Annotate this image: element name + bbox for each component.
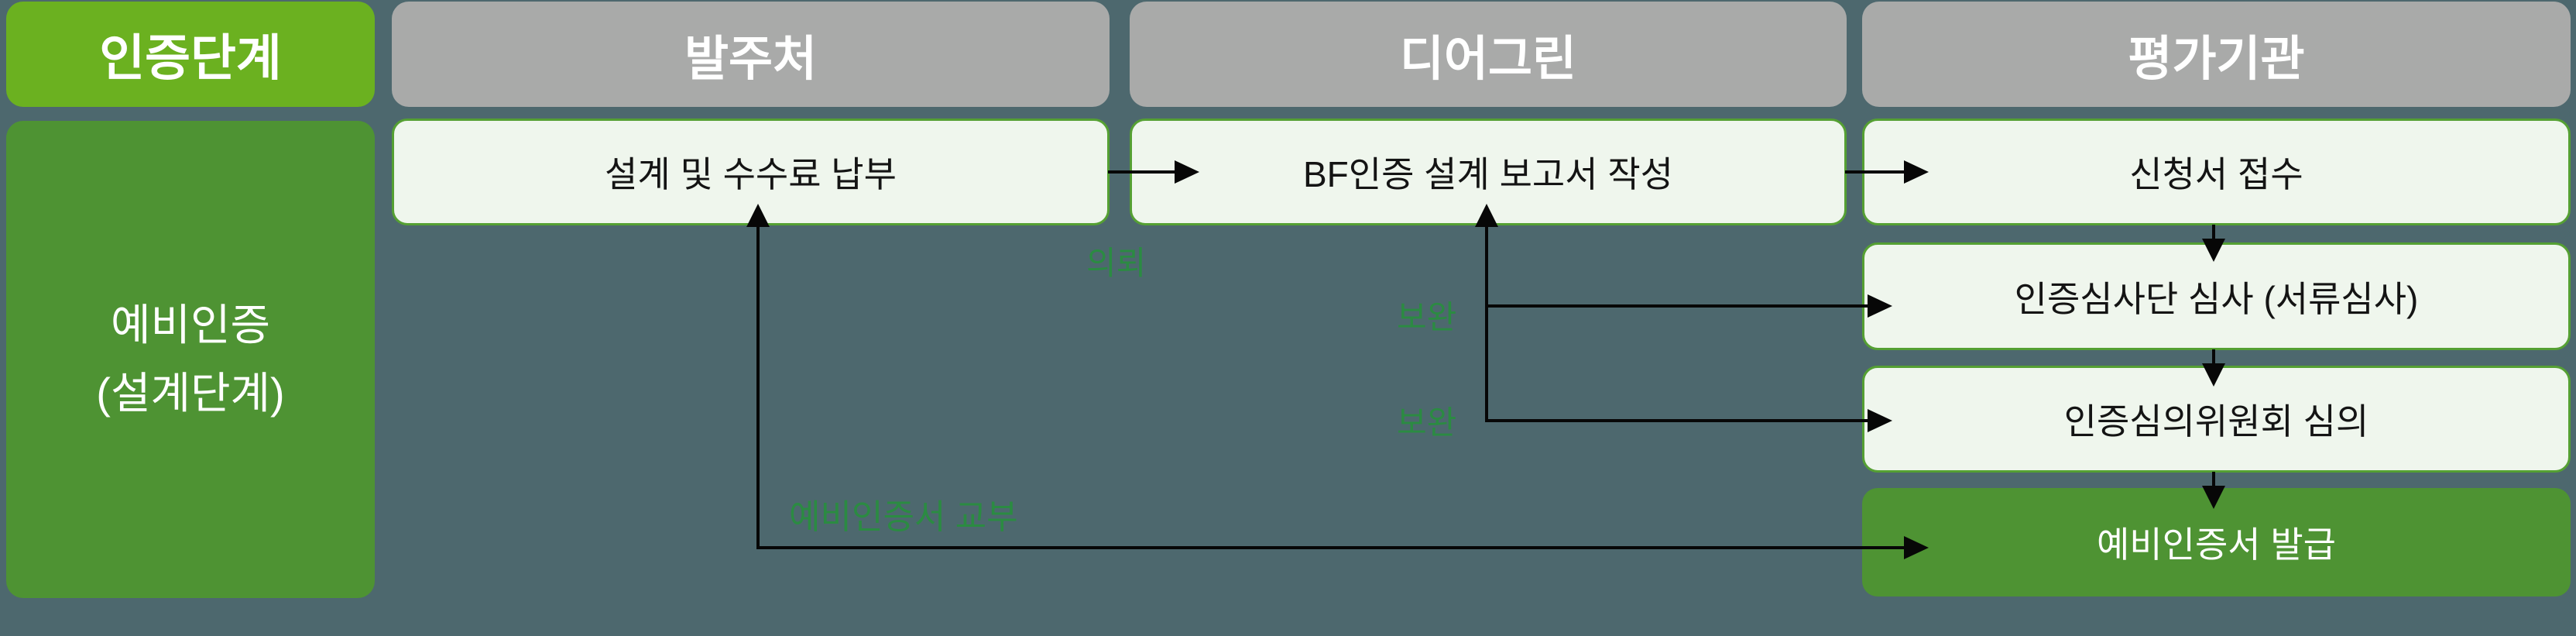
header-deargreen: 디어그린 (1130, 2, 1847, 107)
arrow-committee-to-issue-head (2202, 486, 2225, 509)
arrow-delivery-right-head (1904, 536, 1929, 559)
supplement-trunk-line (1485, 225, 1488, 422)
delivery-horizontal-line (756, 546, 1904, 549)
arrow-application-to-docreview-head (2202, 239, 2225, 262)
label-supplement-2: 보완 (1397, 404, 1457, 441)
stage-line-2: (설계단계) (96, 369, 285, 418)
header-ordering-party: 발주처 (392, 2, 1110, 107)
supplement-branch1-head (1868, 294, 1892, 318)
supplement-branch2-head (1868, 409, 1892, 432)
node-application-receipt: 신청서 접수 (1862, 119, 2571, 225)
arrow-docreview-to-committee-head (2202, 363, 2225, 387)
arrow-design-to-report-head (1175, 160, 1199, 184)
label-supplement-1: 보완 (1397, 299, 1457, 335)
label-certificate-delivery: 예비인증서 교부 (789, 498, 1018, 536)
arrow-application-to-docreview-line (2212, 225, 2215, 240)
supplement-branch1-line (1485, 304, 1868, 308)
arrow-report-to-application-line (1845, 170, 1904, 174)
arrow-delivery-up-head (746, 204, 770, 227)
arrow-supplement-up-head (1475, 204, 1498, 227)
arrow-docreview-to-committee-line (2212, 349, 2215, 365)
stage-box-preliminary-certification: 예비인증 (설계단계) (6, 121, 375, 598)
arrow-design-to-report-line (1108, 170, 1175, 174)
delivery-vertical-line (756, 225, 760, 548)
label-request: 의뢰 (1086, 245, 1147, 281)
header-certification-stage: 인증단계 (6, 2, 375, 107)
header-evaluation-agency: 평가기관 (1862, 2, 2571, 107)
supplement-branch2-line (1485, 419, 1868, 422)
stage-line-1: 예비인증 (110, 301, 271, 349)
arrow-report-to-application-head (1904, 160, 1929, 184)
node-document-review: 인증심사단 심사 (서류심사) (1862, 242, 2571, 350)
arrow-committee-to-issue-line (2212, 472, 2215, 487)
